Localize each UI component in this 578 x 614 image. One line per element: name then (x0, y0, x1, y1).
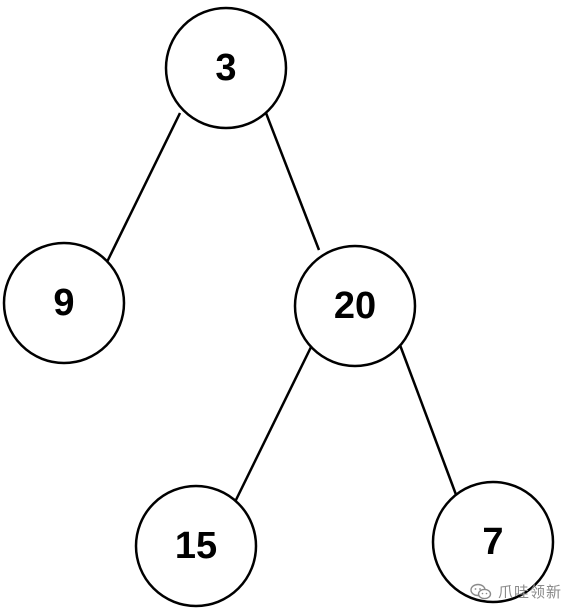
node-circle-9 (2, 241, 126, 365)
tree-node-3: 3 (164, 6, 288, 130)
node-circle-20 (293, 244, 417, 368)
node-circle-7 (431, 480, 555, 604)
node-circle-15 (134, 484, 258, 608)
edge-3-20 (264, 112, 321, 251)
tree-node-9: 9 (2, 241, 126, 365)
watermark-text: 爪哇领新 (497, 583, 562, 601)
node-label-7: 7 (482, 521, 503, 563)
node-label-3: 3 (215, 47, 236, 89)
node-label-15: 15 (175, 525, 217, 567)
node-label-20: 20 (334, 285, 376, 327)
tree-node-7: 7 (431, 480, 555, 604)
tree-node-20: 20 (293, 244, 417, 368)
watermark: 爪哇领新 (470, 581, 562, 602)
edge-3-9 (105, 112, 182, 263)
node-circle-3 (164, 6, 288, 130)
edge-20-15 (231, 344, 314, 507)
tree-node-15: 15 (134, 484, 258, 608)
wechat-bubbles-icon (470, 583, 492, 601)
node-label-9: 9 (53, 282, 74, 324)
edge-20-7 (398, 344, 460, 501)
tree-edges (105, 112, 460, 507)
